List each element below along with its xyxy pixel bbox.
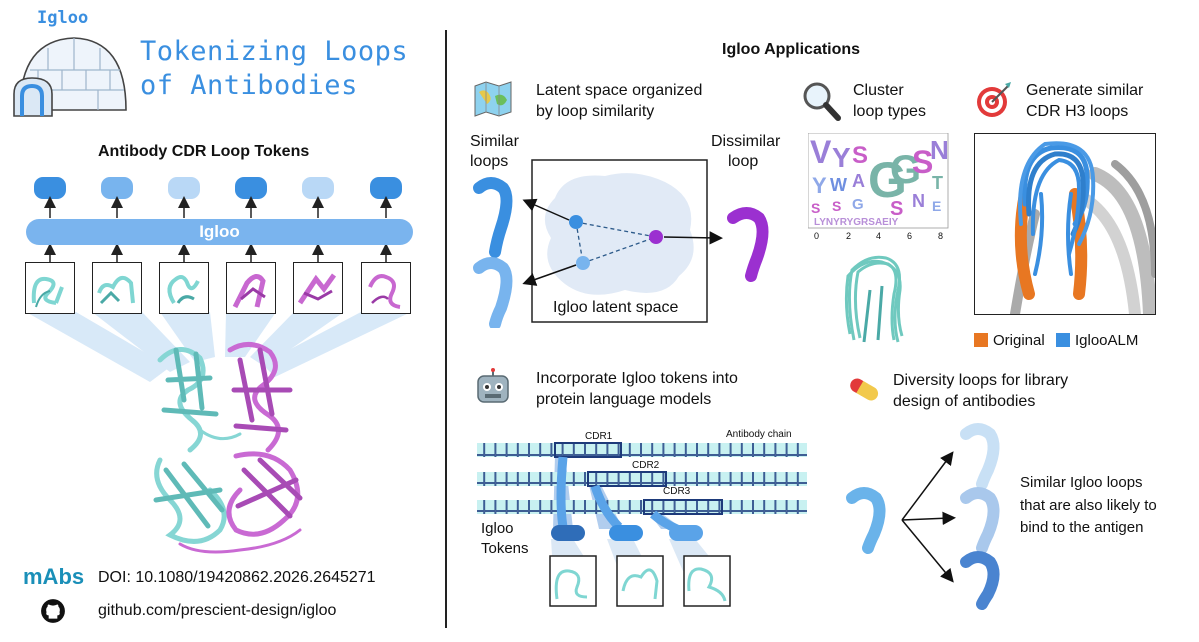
token [168, 177, 200, 199]
logo-axis-tick: 4 [876, 231, 881, 241]
token-arrows [44, 196, 392, 218]
logo-axis-tick: 8 [938, 231, 943, 241]
svg-text:S: S [852, 142, 868, 169]
svg-text:N: N [930, 135, 949, 165]
diversity-caption-line1: Similar Igloo loops [1020, 474, 1143, 491]
robot-icon [477, 368, 509, 403]
logo-axis-tick: 6 [907, 231, 912, 241]
token [101, 177, 133, 199]
antibody-chain-label: Antibody chain [726, 429, 792, 440]
svg-text:E: E [932, 198, 941, 214]
svg-text:S: S [890, 198, 903, 220]
latent-title-line1: Latent space organized [536, 82, 703, 99]
token [34, 177, 66, 199]
svg-text:G: G [890, 148, 921, 192]
diversity-caption-line3: bind to the antigen [1020, 519, 1144, 536]
loop-thumbnail-cyan [25, 262, 75, 314]
token [370, 177, 402, 199]
legend-original-label: Original [993, 332, 1045, 349]
plm-title-line1: Incorporate Igloo tokens into [536, 370, 738, 387]
main-title-line1: Tokenizing Loops [140, 36, 409, 67]
svg-text:V: V [810, 134, 832, 170]
svg-text:W: W [830, 175, 847, 195]
cdr3-label: CDR3 [663, 486, 691, 497]
latent-space-diagram [473, 159, 769, 328]
loop-thumbnail-magenta [361, 262, 411, 314]
loop-arrows [44, 245, 392, 263]
github-icon [41, 599, 65, 623]
plm-title-line2: protein language models [536, 391, 712, 408]
generate-title-line1: Generate similar [1026, 82, 1144, 99]
igloo-tokens-label-line2: Tokens [481, 540, 529, 557]
diversity-title-line2: design of antibodies [893, 393, 1036, 410]
igloo-icon [13, 37, 127, 117]
antibody-structure-image [153, 342, 303, 554]
panel-divider [445, 30, 447, 628]
svg-text:T: T [932, 173, 943, 193]
diversity-caption-line2: that are also likely to [1020, 497, 1157, 514]
loop-thumbnail-cyan [159, 262, 209, 314]
igloo-tokens-label-line1: Igloo [481, 520, 514, 537]
loop-cluster-structure [844, 255, 904, 343]
cdr-tokens-title: Antibody CDR Loop Tokens [98, 143, 310, 160]
github-link[interactable]: github.com/prescient-design/igloo [98, 602, 337, 619]
loop-thumbnail-cyan [92, 262, 142, 314]
svg-text:S: S [912, 144, 933, 180]
loop-thumbnail-magenta [226, 262, 276, 314]
latent-title-line2: by loop similarity [536, 103, 655, 120]
svg-text:G: G [852, 196, 864, 213]
dissimilar-label-line2: loop [728, 153, 759, 170]
dissimilar-label-line1: Dissimilar [711, 133, 781, 150]
svg-text:G: G [868, 152, 907, 208]
svg-text:S: S [811, 200, 820, 216]
latent-space-label: Igloo latent space [553, 299, 679, 316]
mabs-logo-text: mAbs [23, 564, 84, 589]
similar-label-line2: loops [470, 153, 509, 170]
logo-wordmark: Igloo [37, 8, 89, 28]
applications-header: Igloo Applications [722, 41, 861, 58]
svg-text:N: N [912, 191, 925, 211]
target-icon [977, 82, 1011, 117]
cluster-title-line1: Cluster [853, 82, 904, 99]
svg-text:S: S [832, 198, 841, 214]
magnifier-icon [803, 82, 841, 121]
similar-label-line1: Similar [470, 133, 519, 150]
svg-text:Y: Y [832, 142, 851, 173]
legend-ialm-label: IglooALM [1075, 332, 1139, 349]
cdr2-label: CDR2 [632, 460, 660, 471]
sequence-logo-chart: V Y S Y W S S A G G G S S N N T E LYNYRY… [808, 133, 949, 241]
doi-text: DOI: 10.1080/19420862.2026.2645271 [98, 569, 376, 586]
mabs-logo-icon: mAbs [23, 564, 84, 589]
map-icon [474, 81, 512, 117]
cluster-title-line2: loop types [853, 103, 926, 120]
logo-axis-tick: 2 [846, 231, 851, 241]
generated-loops-image [974, 133, 1156, 315]
antibody-chain-diagram [477, 442, 807, 607]
legend-swatch-ialm [1056, 333, 1070, 347]
generate-title-line2: CDR H3 loops [1026, 103, 1129, 120]
main-title-line2: of Antibodies [140, 70, 358, 101]
cdr1-label: CDR1 [585, 431, 613, 442]
token [302, 177, 334, 199]
diversity-title-line1: Diversity loops for library [893, 372, 1069, 389]
token [235, 177, 267, 199]
svg-text:Y: Y [812, 173, 827, 198]
svg-text:A: A [852, 171, 865, 191]
igloo-encoder-bar: Igloo [26, 219, 413, 245]
pill-icon [850, 378, 879, 401]
svg-text:LYNYRYGRSAEIY: LYNYRYGRSAEIY [814, 217, 899, 228]
logo-axis-tick: 0 [814, 231, 819, 241]
loop-thumbnail-magenta [293, 262, 343, 314]
diversity-diagram [846, 423, 1000, 610]
legend-swatch-original [974, 333, 988, 347]
projection-fan [26, 312, 411, 382]
